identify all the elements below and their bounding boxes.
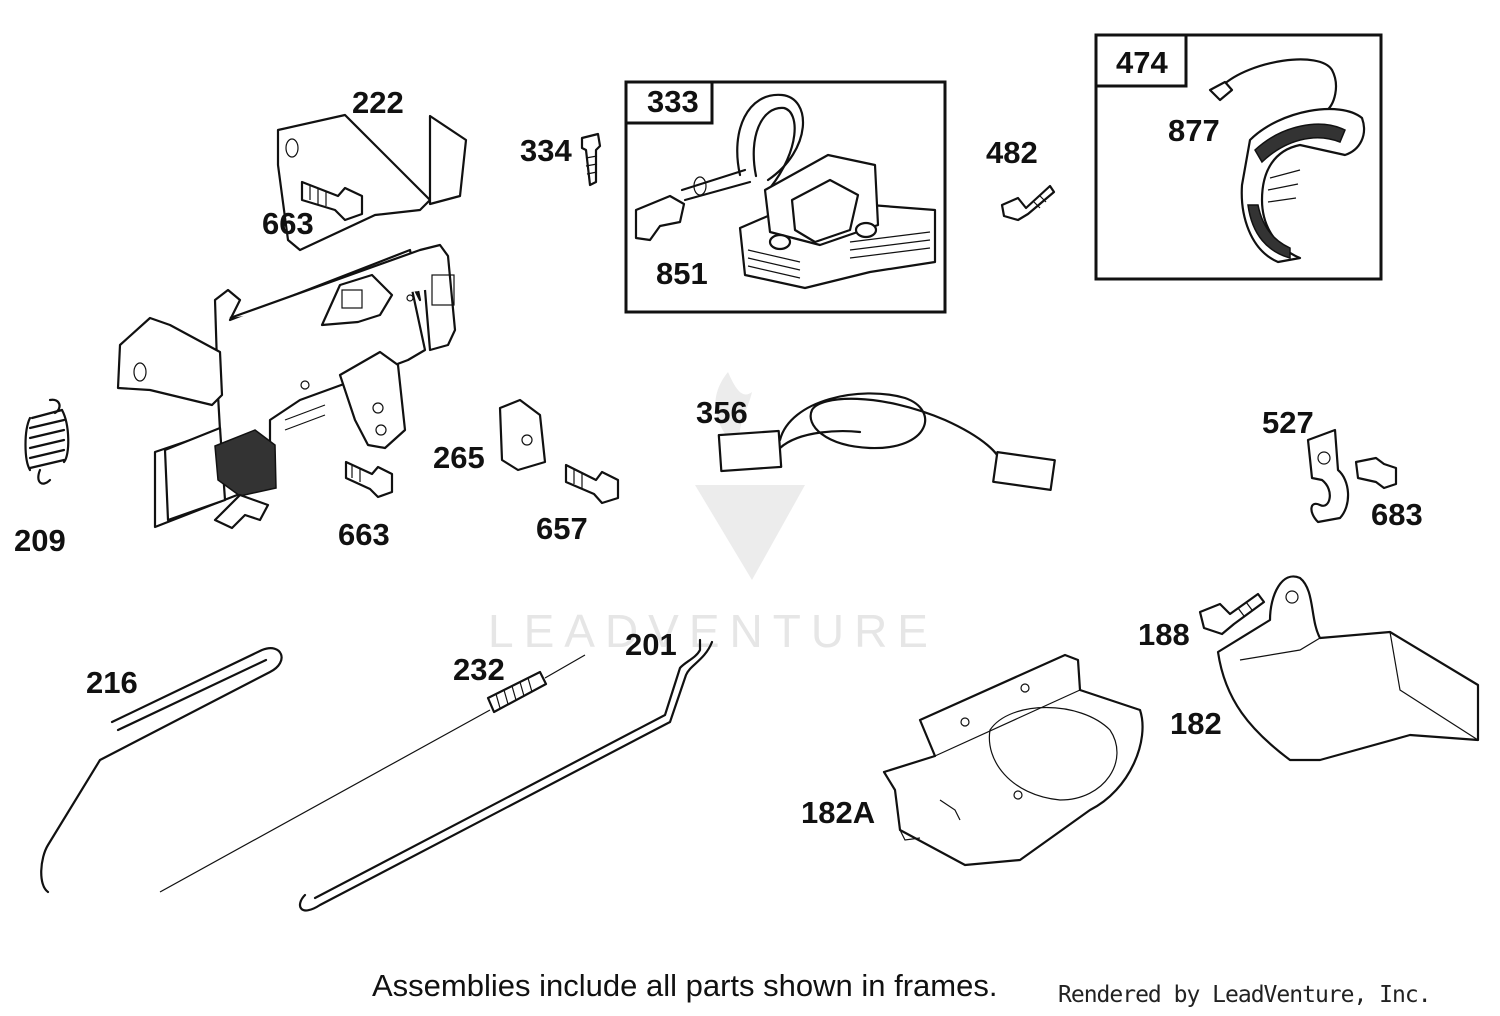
- callout-216: 216: [86, 665, 138, 700]
- render-credit: Rendered by LeadVenture, Inc.: [1058, 982, 1432, 1008]
- callout-482: 482: [986, 135, 1038, 170]
- screw-482-part: [1000, 184, 1056, 222]
- screw-334-part: [580, 132, 602, 187]
- clip-265-part: [498, 398, 547, 472]
- frame-333: [624, 80, 947, 314]
- bolt-663-upper-part: [300, 180, 364, 222]
- control-bracket-part: [116, 113, 468, 530]
- callout-851: 851: [656, 256, 708, 291]
- frame-474: [1094, 33, 1383, 281]
- clamp-527-part: [1306, 428, 1350, 524]
- callout-334: 334: [520, 133, 572, 168]
- callout-209: 209: [14, 523, 66, 558]
- shield-182-part: [1216, 575, 1480, 762]
- callout-232: 232: [453, 652, 505, 687]
- callout-356: 356: [696, 395, 748, 430]
- alternator-877-part: [1208, 58, 1366, 264]
- callout-188: 188: [1138, 617, 1190, 652]
- callout-663-upper: 663: [262, 206, 314, 241]
- callout-663-lower: 663: [338, 517, 390, 552]
- throttle-link-201-part: [298, 638, 714, 912]
- callout-182: 182: [1170, 706, 1222, 741]
- callout-265: 265: [433, 440, 485, 475]
- callout-527: 527: [1262, 405, 1314, 440]
- callout-182a: 182A: [801, 795, 876, 830]
- callout-333: 333: [647, 84, 699, 119]
- ground-wire-356-part: [717, 392, 1056, 491]
- screw-683-part: [1354, 456, 1398, 490]
- callout-657: 657: [536, 511, 588, 546]
- link-rod-216-part: [40, 647, 283, 894]
- screw-657-part: [564, 463, 620, 505]
- callout-222: 222: [352, 85, 404, 120]
- screw-188-part: [1198, 592, 1266, 636]
- callout-201: 201: [625, 627, 677, 662]
- assemblies-note: Assemblies include all parts shown in fr…: [372, 968, 998, 1003]
- callout-474: 474: [1116, 45, 1168, 80]
- armature-851-part: [634, 93, 937, 290]
- callout-683: 683: [1371, 497, 1423, 532]
- watermark-logo-icon: [695, 372, 805, 580]
- bolt-663-lower-part: [344, 460, 394, 499]
- spring-part: [24, 398, 70, 485]
- bracket-182a-part: [882, 653, 1144, 867]
- governor-link-232-part: [159, 654, 586, 893]
- callout-877: 877: [1168, 113, 1220, 148]
